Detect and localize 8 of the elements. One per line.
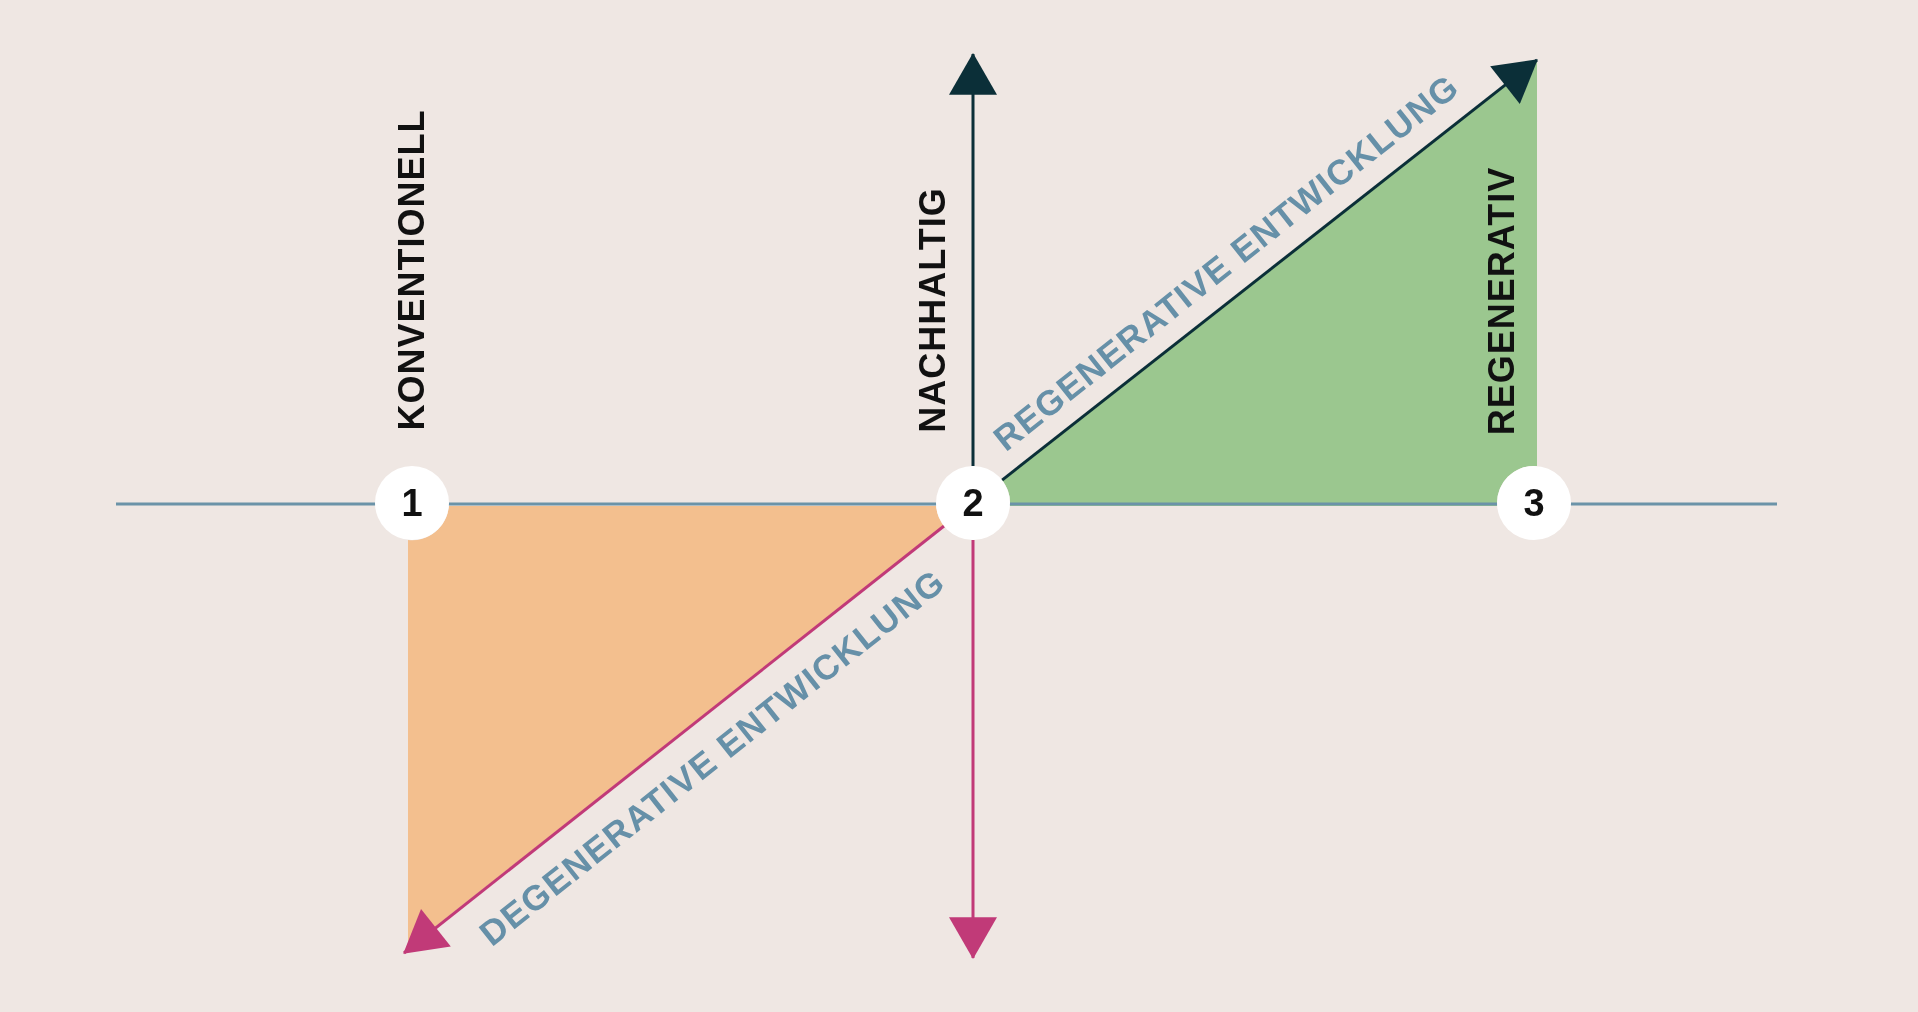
step-circle: 3 <box>1497 466 1571 540</box>
stage-label: NACHHALTIG <box>915 187 951 433</box>
stage-label: KONVENTIONELL <box>394 109 430 431</box>
step-circle: 1 <box>375 466 449 540</box>
arrow <box>949 52 997 466</box>
arrow <box>949 540 997 960</box>
step-circle: 2 <box>936 466 1010 540</box>
stage-label: REGENERATIV <box>1484 166 1520 436</box>
